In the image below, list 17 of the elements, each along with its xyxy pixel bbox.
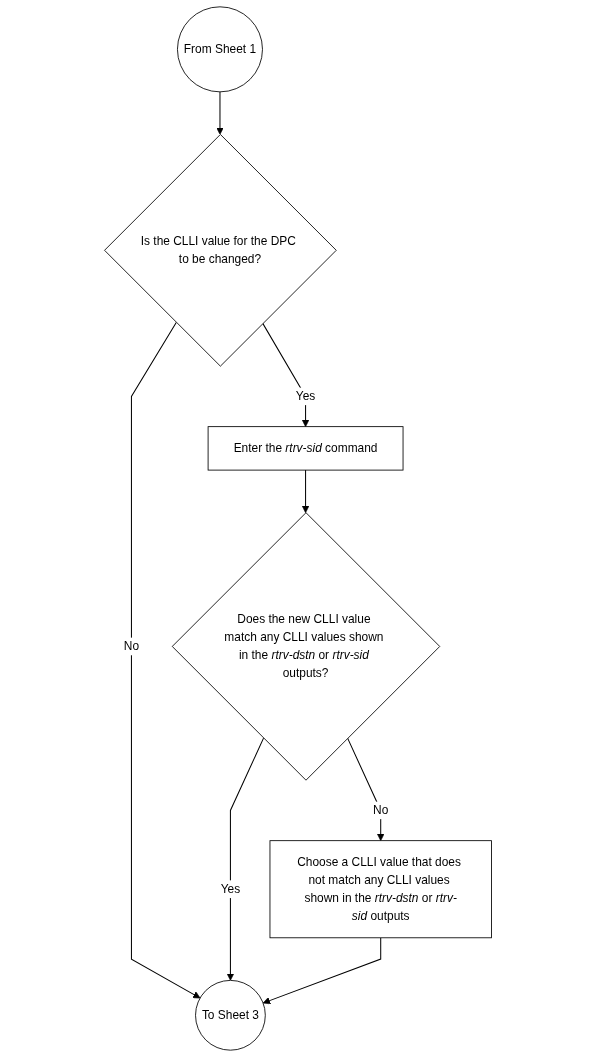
arrow — [226, 737, 265, 981]
edge-label: Yes — [295, 389, 316, 403]
arrow — [262, 937, 382, 1005]
node-box: Choose a CLLI value that does not match any CLLI values shown in the rtrv-dstn or rtrv-sid outputs — [269, 840, 492, 939]
arrow — [262, 322, 310, 427]
node-box: Enter the rtrv-sid command — [207, 426, 404, 471]
node-circle: To Sheet 3 — [195, 979, 266, 1051]
node-diamond: Is the CLLI value for the DPC to be changed? — [104, 134, 337, 367]
edge-label: No — [373, 803, 389, 817]
arrow — [301, 469, 310, 514]
arrow — [216, 91, 224, 135]
arrow — [347, 737, 385, 841]
arrow — [130, 321, 201, 999]
node-diamond: Does the new CLLI value match any CLLI values shown in the rtrv-dstn or rtrv-sid outputs? — [171, 512, 441, 781]
edge-label: No — [123, 639, 140, 653]
node-circle: From Sheet 1 — [177, 6, 263, 93]
edge-label: Yes — [220, 881, 241, 896]
